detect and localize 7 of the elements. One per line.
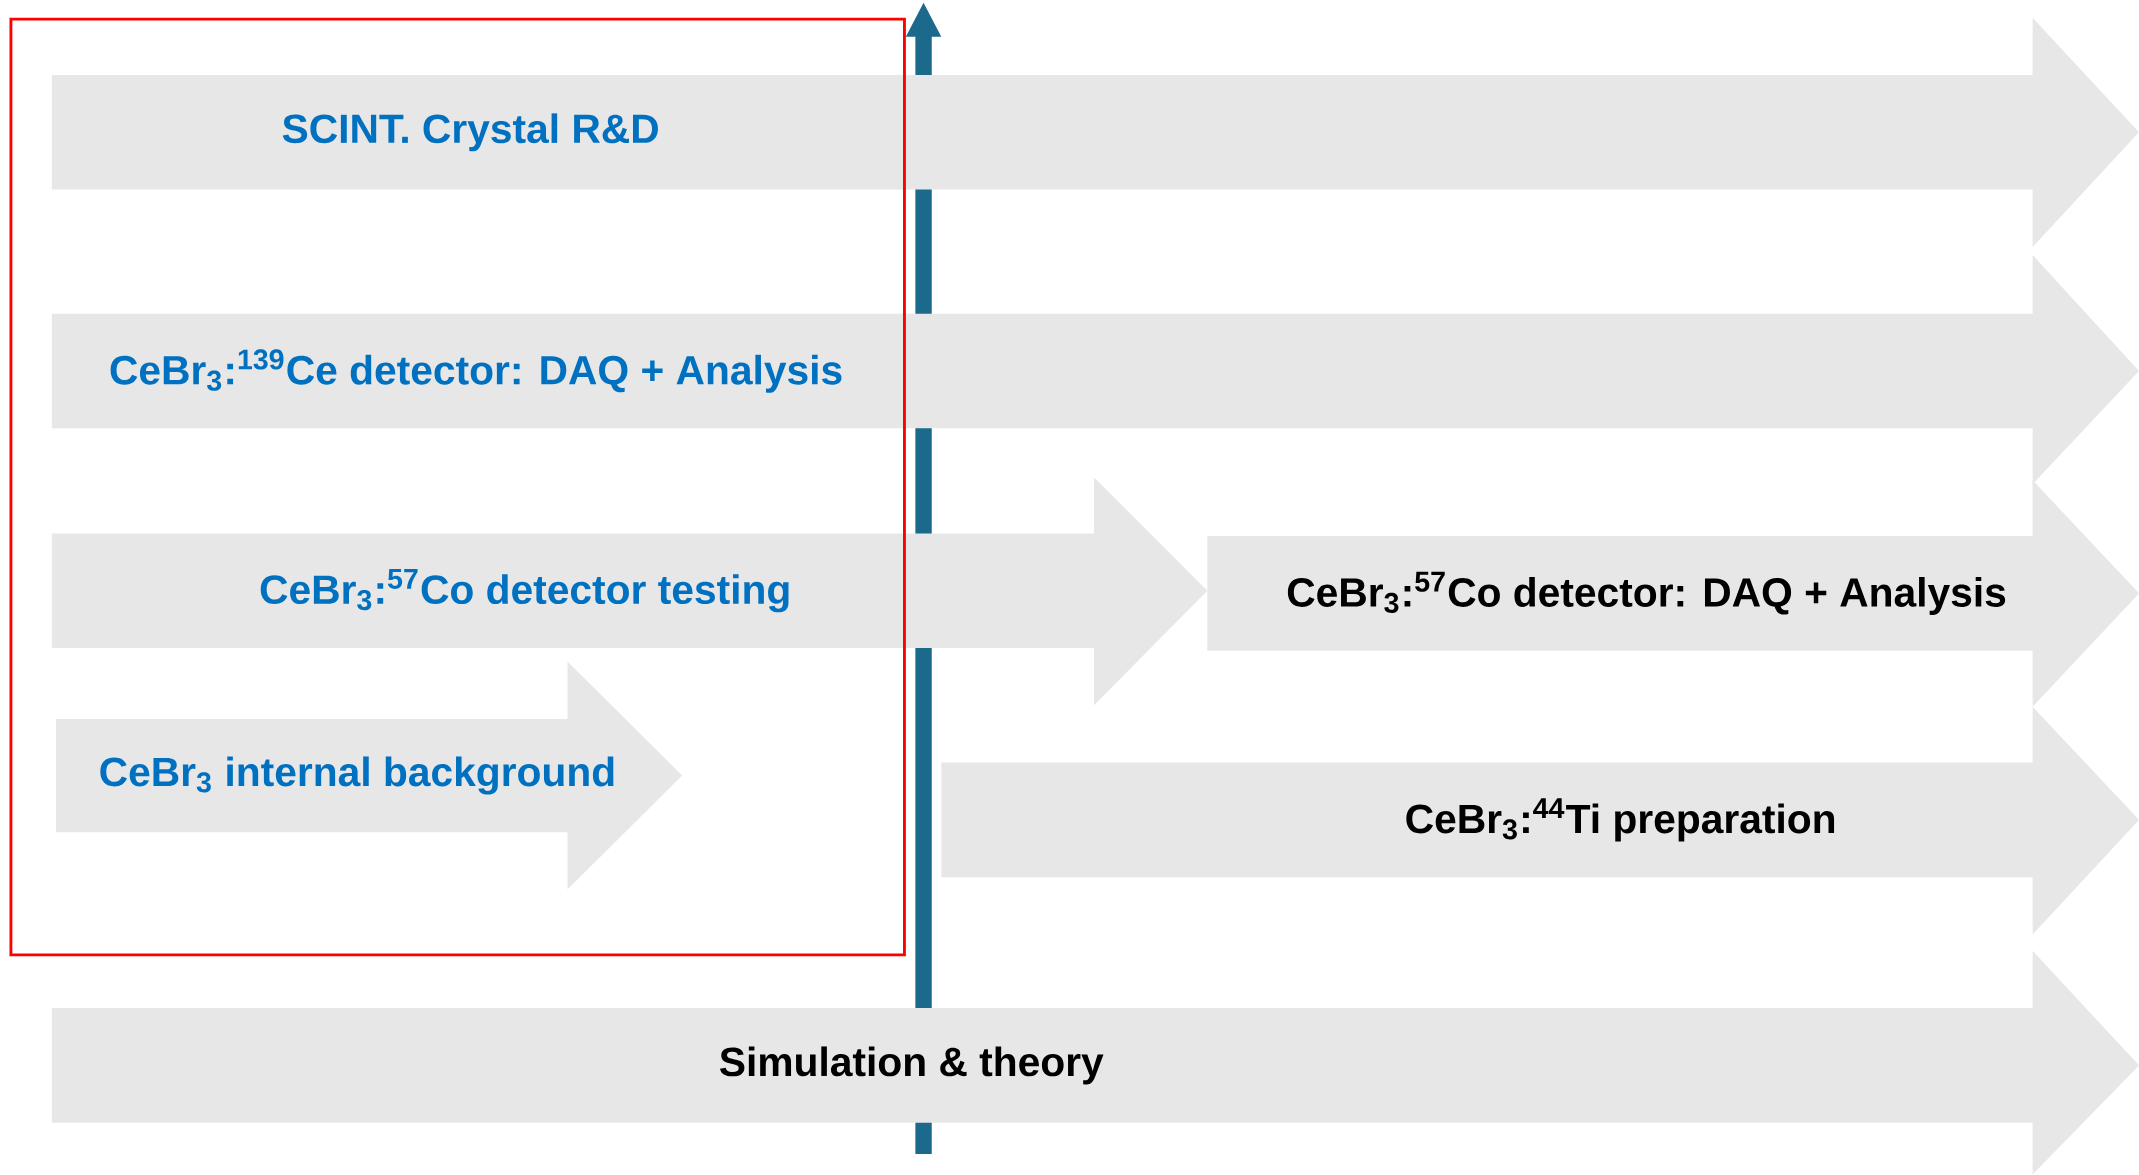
arrow-band: CeBr$_{3}$ internal background (55, 661, 683, 890)
arrow-band: SCINT. Crystal R&D (51, 17, 2139, 248)
arrow-band: CeBr$_{3}$:$^{44}$Ti preparation (941, 706, 2139, 935)
arrow-band: Simulation & theory (51, 951, 2139, 1175)
arrow-band: CeBr$_{3}$:$^{57}$Co detector testing (51, 477, 1208, 706)
arrow-band: CeBr$_{3}$:$^{139}$Ce detector: DAQ + Analysis (51, 255, 2139, 485)
arrow-band: CeBr$_{3}$:$^{57}$Co detector: DAQ + Analysis (1207, 480, 2139, 707)
